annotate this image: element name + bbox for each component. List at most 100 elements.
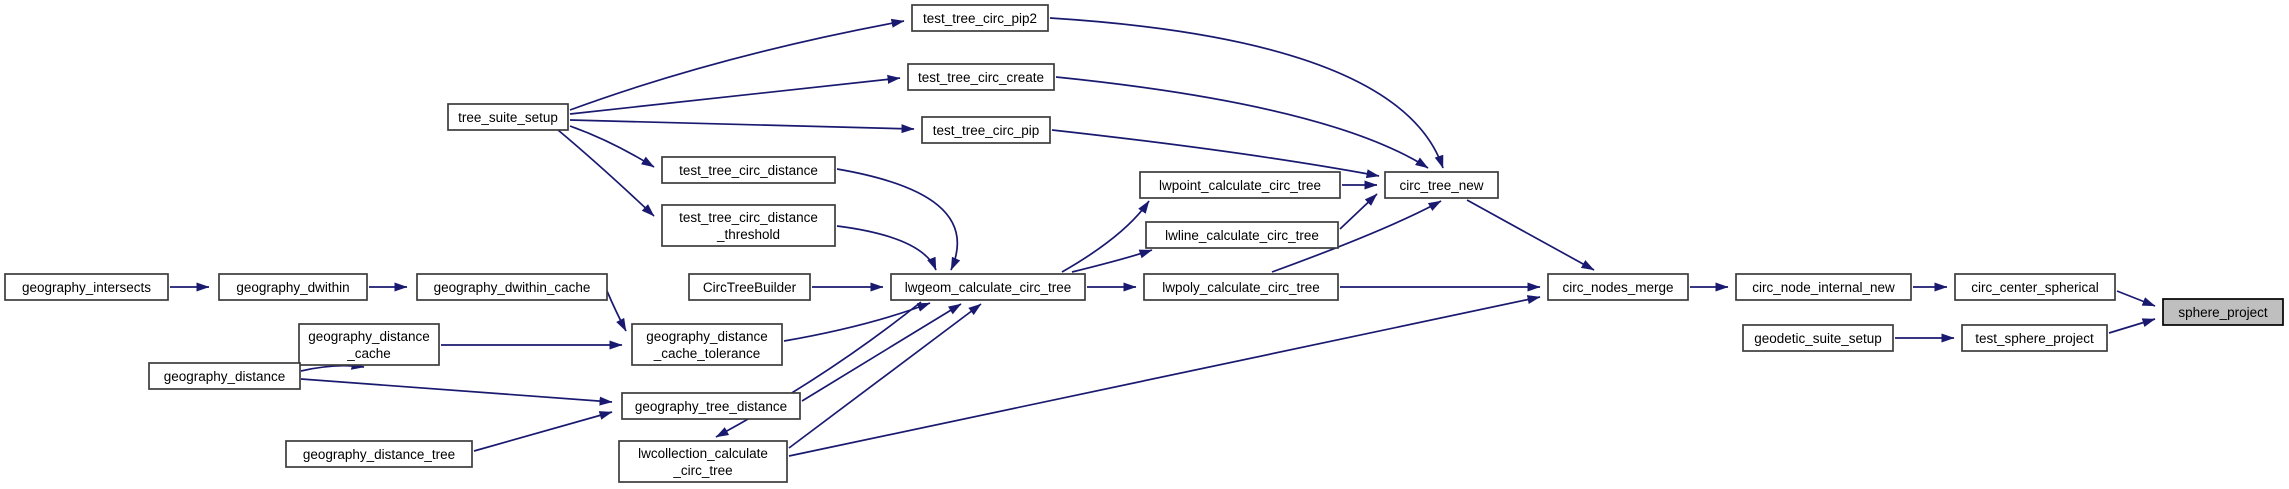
edge-geography_dwithin_cache--geography_distance_cache_tolerance xyxy=(606,290,627,332)
edge-tree_suite_setup--test_tree_circ_pip xyxy=(569,119,915,134)
node-test_tree_circ_distance[interactable]: test_tree_circ_distance xyxy=(661,156,836,184)
node-box-test_tree_circ_pip[interactable] xyxy=(921,116,1051,144)
node-label-lwline_calculate_circ_tree: lwline_calculate_circ_tree xyxy=(1165,228,1319,243)
node-geography_distance[interactable]: geography_distance xyxy=(148,362,301,390)
node-label-circ_nodes_merge: circ_nodes_merge xyxy=(1562,280,1673,295)
node-box-circ_nodes_merge[interactable] xyxy=(1547,273,1689,301)
node-label-geography_distance_cache_tolerance-line2: _cache_tolerance xyxy=(653,346,761,361)
edge-test_tree_circ_pip2--circ_tree_new xyxy=(1049,17,1444,169)
edge-test_tree_circ_create--circ_tree_new xyxy=(1055,76,1429,169)
node-label-geography_dwithin: geography_dwithin xyxy=(236,280,349,295)
node-label-geography_distance_cache-line2: _cache xyxy=(346,346,391,361)
node-circ_nodes_merge[interactable]: circ_nodes_merge xyxy=(1547,273,1689,301)
node-label-geography_distance_cache-line1: geography_distance xyxy=(308,329,430,344)
node-box-circ_center_spherical[interactable] xyxy=(1954,273,2116,301)
node-label-lwcollection_calculate_circ_tree-line1: lwcollection_calculate xyxy=(638,446,768,461)
node-box-geography_tree_distance[interactable] xyxy=(621,392,801,420)
node-box-lwpoly_calculate_circ_tree[interactable] xyxy=(1143,273,1339,301)
node-box-test_tree_circ_create[interactable] xyxy=(907,63,1055,91)
node-circ_node_internal_new[interactable]: circ_node_internal_new xyxy=(1735,273,1912,301)
node-label-geography_distance: geography_distance xyxy=(164,369,286,384)
node-box-lwcollection_calculate_circ_tree[interactable] xyxy=(618,440,788,483)
node-label-tree_suite_setup: tree_suite_setup xyxy=(458,110,558,125)
edge-test_tree_circ_distance_threshold--lwgeom_calculate_circ_tree xyxy=(836,225,937,271)
edge-lwpoly_calculate_circ_tree--circ_tree_new xyxy=(1271,200,1442,273)
edge-lwgeom_calculate_circ_tree--lwcollection_calculate_circ_tree xyxy=(715,301,922,438)
node-label-test_sphere_project: test_sphere_project xyxy=(1975,331,2094,346)
node-box-test_tree_circ_pip2[interactable] xyxy=(911,4,1049,32)
node-box-geography_distance_cache[interactable] xyxy=(298,323,440,366)
node-box-circ_tree_new[interactable] xyxy=(1384,171,1499,199)
node-box-circ_node_internal_new[interactable] xyxy=(1735,273,1912,301)
node-label-lwpoint_calculate_circ_tree: lwpoint_calculate_circ_tree xyxy=(1159,178,1321,193)
node-geography_intersects[interactable]: geography_intersects xyxy=(4,273,169,301)
edge-test_tree_circ_pip--circ_tree_new xyxy=(1051,129,1380,179)
node-box-geography_distance_cache_tolerance[interactable] xyxy=(631,323,783,366)
edge-test_tree_circ_distance--lwgeom_calculate_circ_tree xyxy=(836,168,961,271)
node-label-test_tree_circ_distance_threshold-line2: _threshold xyxy=(716,227,780,242)
node-label-test_tree_circ_pip: test_tree_circ_pip xyxy=(933,123,1040,138)
node-circ_center_spherical[interactable]: circ_center_spherical xyxy=(1954,273,2116,301)
edge-lwline_calculate_circ_tree--circ_tree_new xyxy=(1339,193,1378,230)
node-box-test_tree_circ_distance_threshold[interactable] xyxy=(661,204,836,247)
node-test_tree_circ_distance_threshold[interactable]: test_tree_circ_distance_threshold xyxy=(661,204,836,247)
edge-tree_suite_setup--test_tree_circ_distance xyxy=(569,125,655,168)
node-label-circ_center_spherical: circ_center_spherical xyxy=(1971,280,2099,295)
edge-geography_distance--geography_distance_cache xyxy=(300,360,365,372)
edge-circ_tree_new--circ_nodes_merge xyxy=(1466,199,1595,271)
node-lwpoly_calculate_circ_tree[interactable]: lwpoly_calculate_circ_tree xyxy=(1143,273,1339,301)
node-CircTreeBuilder[interactable]: CircTreeBuilder xyxy=(688,273,811,301)
edges-layer xyxy=(170,17,2156,457)
node-box-CircTreeBuilder[interactable] xyxy=(688,273,811,301)
node-label-test_tree_circ_distance: test_tree_circ_distance xyxy=(679,163,818,178)
node-box-test_sphere_project[interactable] xyxy=(1961,324,2108,352)
edge-lwgeom_calculate_circ_tree--lwpoint_calculate_circ_tree xyxy=(1061,200,1150,273)
node-box-test_tree_circ_distance[interactable] xyxy=(661,156,836,184)
node-geodetic_suite_setup[interactable]: geodetic_suite_setup xyxy=(1742,324,1894,352)
edge-circ_center_spherical--sphere_project xyxy=(2116,290,2156,307)
node-geography_tree_distance[interactable]: geography_tree_distance xyxy=(621,392,801,420)
edge-tree_suite_setup--test_tree_circ_create xyxy=(569,74,901,115)
node-lwpoint_calculate_circ_tree[interactable]: lwpoint_calculate_circ_tree xyxy=(1139,171,1341,199)
node-lwgeom_calculate_circ_tree[interactable]: lwgeom_calculate_circ_tree xyxy=(890,273,1086,301)
edge-lwcollection_calculate_circ_tree--lwgeom_calculate_circ_tree xyxy=(788,303,982,449)
edge-tree_suite_setup--test_tree_circ_distance_threshold xyxy=(557,129,655,217)
node-box-lwline_calculate_circ_tree[interactable] xyxy=(1145,221,1339,249)
node-test_tree_circ_pip2[interactable]: test_tree_circ_pip2 xyxy=(911,4,1049,32)
node-label-test_tree_circ_create: test_tree_circ_create xyxy=(918,70,1044,85)
node-box-geography_distance[interactable] xyxy=(148,362,301,390)
node-lwline_calculate_circ_tree[interactable]: lwline_calculate_circ_tree xyxy=(1145,221,1339,249)
node-lwcollection_calculate_circ_tree[interactable]: lwcollection_calculate_circ_tree xyxy=(618,440,788,483)
node-box-lwgeom_calculate_circ_tree[interactable] xyxy=(890,273,1086,301)
node-box-geography_distance_tree[interactable] xyxy=(285,440,473,468)
node-test_tree_circ_create[interactable]: test_tree_circ_create xyxy=(907,63,1055,91)
node-box-lwpoint_calculate_circ_tree[interactable] xyxy=(1139,171,1341,199)
node-label-geography_intersects: geography_intersects xyxy=(22,280,151,295)
node-box-geography_intersects[interactable] xyxy=(4,273,169,301)
node-geography_distance_tree[interactable]: geography_distance_tree xyxy=(285,440,473,468)
node-test_sphere_project[interactable]: test_sphere_project xyxy=(1961,324,2108,352)
edge-geography_tree_distance--lwgeom_calculate_circ_tree xyxy=(801,303,962,402)
node-box-geography_dwithin_cache[interactable] xyxy=(416,273,608,301)
edge-geography_distance_tree--geography_tree_distance xyxy=(473,411,613,452)
node-sphere_project: sphere_project xyxy=(2162,298,2284,326)
node-label-geodetic_suite_setup: geodetic_suite_setup xyxy=(1754,331,1882,346)
node-circ_tree_new[interactable]: circ_tree_new xyxy=(1384,171,1499,199)
node-geography_dwithin_cache[interactable]: geography_dwithin_cache xyxy=(416,273,608,301)
node-label-CircTreeBuilder: CircTreeBuilder xyxy=(703,280,797,295)
node-label-circ_tree_new: circ_tree_new xyxy=(1399,178,1483,193)
node-tree_suite_setup[interactable]: tree_suite_setup xyxy=(447,103,569,131)
node-box-tree_suite_setup[interactable] xyxy=(447,103,569,131)
node-geography_distance_cache_tolerance[interactable]: geography_distance_cache_tolerance xyxy=(631,323,783,366)
node-label-geography_tree_distance: geography_tree_distance xyxy=(635,399,787,414)
node-geography_distance_cache[interactable]: geography_distance _cache xyxy=(298,323,440,366)
edge-geography_distance_cache_tolerance--lwgeom_calculate_circ_tree xyxy=(783,302,931,342)
node-test_tree_circ_pip[interactable]: test_tree_circ_pip xyxy=(921,116,1051,144)
edge-geography_distance--geography_tree_distance xyxy=(300,378,613,406)
node-box-geodetic_suite_setup[interactable] xyxy=(1742,324,1894,352)
node-geography_dwithin[interactable]: geography_dwithin xyxy=(218,273,368,301)
node-box-geography_dwithin[interactable] xyxy=(218,273,368,301)
